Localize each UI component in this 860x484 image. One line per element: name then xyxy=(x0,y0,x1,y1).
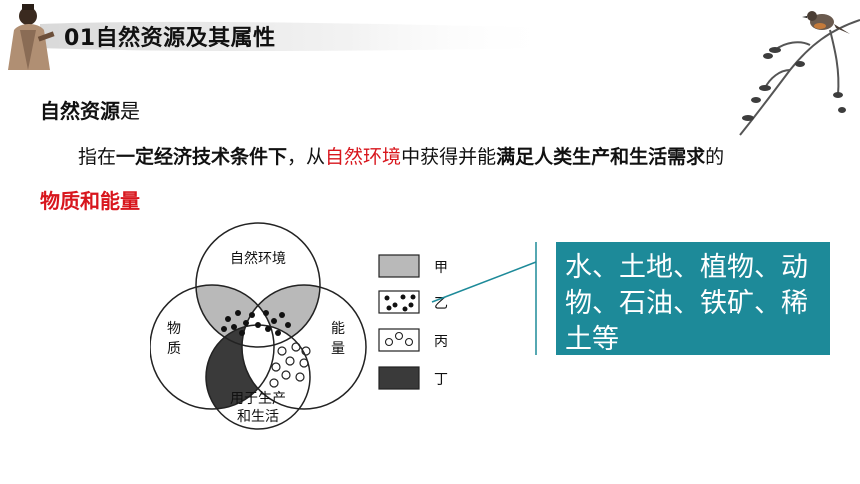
term-suffix: 是 xyxy=(120,99,140,123)
label-material-1: 物 xyxy=(167,321,181,337)
label-production-2: 和生活 xyxy=(237,409,279,425)
venn-diagram: 自然环境 物 质 能 量 用于生产 和生活 甲 乙 丙 丁 xyxy=(150,222,448,430)
legend-label-ding: 丁 xyxy=(434,372,448,388)
answer-box: 水、土地、植物、动物、石油、铁矿、稀土等 xyxy=(556,242,830,355)
legend-swatch-jia xyxy=(378,254,420,278)
result-text: 物质和能量 xyxy=(40,189,140,213)
def-emphasis-needs: 满足人类生产和生活需求 xyxy=(496,146,706,168)
def-part-1: 指在 xyxy=(78,146,117,168)
bird-branch-painting xyxy=(739,11,860,136)
section-title: 01自然资源及其属性 xyxy=(64,26,276,51)
yi-dots xyxy=(221,310,291,336)
def-highlight-environment: 自然环境 xyxy=(325,146,402,168)
label-natural-environment: 自然环境 xyxy=(230,250,286,267)
label-energy-2: 量 xyxy=(331,341,345,357)
label-energy-1: 能 xyxy=(331,321,345,337)
term-line: 自然资源是 xyxy=(40,95,140,124)
legend-swatch-yi xyxy=(378,290,420,314)
def-part-3: ，从 xyxy=(287,146,326,168)
def-part-5: 中获得并能 xyxy=(401,146,497,168)
legend-label-yi: 乙 xyxy=(434,296,448,312)
legend-label-bing: 丙 xyxy=(434,334,448,350)
legend-label-jia: 甲 xyxy=(434,260,448,276)
brush-stroke-decoration xyxy=(40,21,560,51)
def-emphasis-tech: 一定经济技术条件下 xyxy=(116,146,288,168)
label-material-2: 质 xyxy=(167,341,181,357)
label-production-1: 用于生产 xyxy=(230,391,286,407)
region-bing xyxy=(242,325,310,409)
region-jia-left xyxy=(196,285,274,347)
region-jia-right xyxy=(242,285,320,347)
definition-line: 指在一定经济技术条件下，从自然环境中获得并能满足人类生产和生活需求的 xyxy=(78,142,724,169)
legend-swatch-ding xyxy=(378,366,420,390)
term-word: 自然资源 xyxy=(40,99,120,123)
def-part-7: 的 xyxy=(705,146,725,168)
scholar-figure-icon xyxy=(8,4,55,70)
bing-circles xyxy=(269,342,311,388)
legend: 甲 乙 丙 丁 xyxy=(378,254,448,390)
